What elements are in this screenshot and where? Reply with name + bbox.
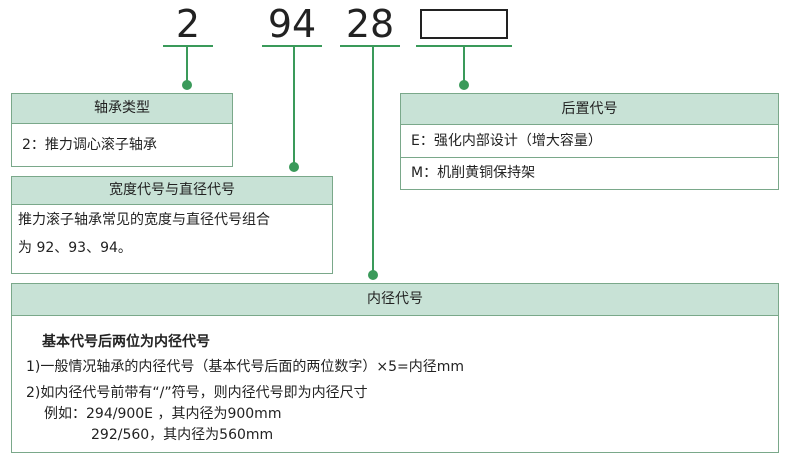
suffix-code-box	[420, 9, 508, 39]
connector-suffix	[463, 47, 465, 85]
bearing-type-title: 轴承类型	[12, 94, 232, 124]
bore-line2: 2)如内径代号前带有“/”符号，则内径代号即为内径尺寸	[26, 385, 368, 401]
connector-dot-series	[289, 162, 299, 172]
width-diameter-line1: 推力滚子轴承常见的宽度与直径代号组合	[18, 212, 270, 228]
suffix-title: 后置代号	[401, 94, 778, 125]
bore-box: 内径代号	[11, 283, 779, 453]
connector-dot-type	[182, 80, 192, 90]
connector-bore	[372, 47, 374, 275]
underline-type	[163, 45, 213, 47]
bearing-type-row: 2：推力调心滚子轴承	[22, 137, 157, 153]
bearing-type-box: 轴承类型 2：推力调心滚子轴承	[11, 93, 233, 167]
width-diameter-box: 宽度代号与直径代号 推力滚子轴承常见的宽度与直径代号组合 为 92、93、94。	[11, 176, 333, 274]
code-digit-bore: 28	[345, 2, 395, 46]
width-diameter-line2: 为 92、93、94。	[18, 240, 132, 256]
bore-title: 内径代号	[12, 284, 778, 316]
connector-dot-bore	[368, 270, 378, 280]
suffix-row-e: E：强化内部设计（增大容量）	[411, 133, 602, 149]
connector-type	[186, 47, 188, 85]
bore-heading: 基本代号后两位为内径代号	[42, 334, 210, 350]
bore-example2: 292/560，其内径为560mm	[91, 427, 274, 443]
underline-series	[262, 45, 322, 47]
width-diameter-title: 宽度代号与直径代号	[12, 177, 332, 205]
underline-suffix	[416, 45, 512, 47]
bore-line1: 1)一般情况轴承的内径代号（基本代号后面的两位数字）×5=内径mm	[26, 359, 465, 375]
suffix-row-m: M：机削黄铜保持架	[401, 157, 778, 189]
bore-example1: 例如：294/900E ，其内径为900mm	[44, 406, 282, 422]
code-digit-series: 94	[267, 2, 317, 46]
code-digit-type: 2	[175, 2, 201, 46]
connector-dot-suffix	[459, 80, 469, 90]
suffix-box: 后置代号 E：强化内部设计（增大容量） M：机削黄铜保持架	[400, 93, 779, 190]
underline-bore	[340, 45, 400, 47]
connector-series	[293, 47, 295, 167]
